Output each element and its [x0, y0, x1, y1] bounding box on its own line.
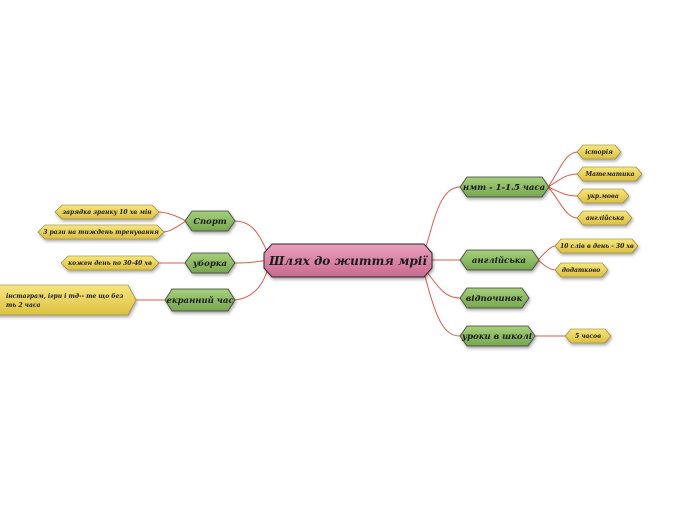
connector-sport-leaf-2 — [161, 220, 187, 233]
leaf-nmt-3-label: укр.мова — [586, 193, 619, 200]
branch-cleaning[interactable]: уборка — [184, 252, 236, 274]
connector-nmt — [423, 186, 461, 255]
connector-nmt-leaf-1 — [547, 151, 579, 188]
leaf-nmt-2[interactable]: Математика — [576, 166, 643, 182]
leaf-school-1[interactable]: 5 часов — [564, 328, 612, 344]
connector-screen — [231, 267, 269, 301]
leaf-nmt-1-label: історія — [585, 149, 613, 156]
leaf-sport-1-label: зарядка зранку 10 хв мін — [62, 209, 152, 216]
branch-english[interactable]: англійська — [459, 249, 540, 271]
connector-english-leaf-1 — [537, 245, 557, 261]
branch-cleaning-label: уборка — [192, 258, 227, 269]
leaf-sport-2[interactable]: 3 рази на тиждень тренування — [37, 224, 165, 240]
connector-nmt-leaf-3 — [547, 186, 579, 197]
leaf-nmt-4[interactable]: англійська — [576, 210, 633, 226]
branch-rest[interactable]: відпочинок — [459, 287, 530, 309]
leaf-nmt-1[interactable]: історія — [576, 144, 622, 160]
connector-school — [423, 271, 461, 337]
branch-school[interactable]: уроки в школі — [459, 325, 536, 347]
branch-sport-label: Спорт — [193, 217, 227, 227]
leaf-cleaning-1-label: кожен день по 30-40 хв — [68, 260, 152, 267]
central-node-label: Шлях до життя мрії — [268, 254, 428, 268]
leaf-english-2-label: додатково — [562, 267, 601, 274]
branch-nmt[interactable]: нмт - 1-1.5 часа — [459, 176, 550, 198]
connector-cleaning — [233, 259, 269, 264]
central-node[interactable]: Шлях до життя мрії — [263, 243, 433, 278]
leaf-sport-2-label: 3 рази на тиждень тренування — [43, 229, 159, 236]
leaf-sport-1[interactable]: зарядка зранку 10 хв мін — [54, 204, 160, 220]
branch-english-label: англійська — [472, 255, 526, 266]
connector-sport — [233, 220, 269, 255]
leaf-nmt-4-label: англійська — [586, 215, 624, 222]
leaf-school-1-label: 5 часов — [575, 333, 601, 340]
branch-screen-label: екранний час — [166, 295, 234, 306]
connector-english-leaf-2 — [537, 259, 557, 271]
leaf-english-1-label: 10 слів в день - 30 хв — [560, 243, 634, 250]
branch-rest-label: відпочинок — [466, 294, 523, 304]
leaf-nmt-3[interactable]: укр.мова — [576, 188, 630, 204]
leaf-nmt-2-label: Математика — [585, 171, 635, 178]
branch-sport[interactable]: Спорт — [184, 210, 236, 232]
leaf-cleaning-1[interactable]: кожен день по 30-40 хв — [60, 255, 160, 271]
connector-nmt-leaf-2 — [547, 173, 579, 188]
branch-school-label: уроки в школі — [461, 332, 532, 342]
leaf-english-2[interactable]: додатково — [554, 262, 609, 278]
branch-nmt-label: нмт - 1-1.5 часа — [463, 183, 545, 193]
connector-nmt-leaf-4 — [547, 186, 579, 219]
branch-screen[interactable]: екранний час — [164, 288, 236, 312]
connector-sport-leaf-1 — [157, 211, 187, 222]
leaf-english-1[interactable]: 10 слів в день - 30 хв — [554, 238, 639, 254]
